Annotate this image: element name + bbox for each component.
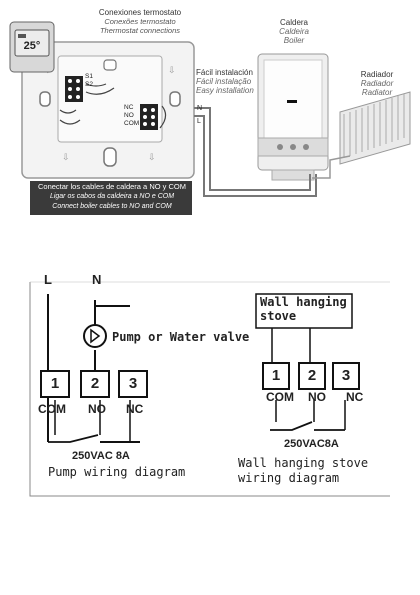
thermostat-connections-label: Conexiones termostato Conexões termostat… [60,8,220,35]
cable-l-label: L [197,118,201,125]
cable-n [194,107,311,191]
mount-hole [169,91,181,107]
pump-term-nc: NC [126,402,144,416]
stove-rating: 250VAC8A [284,438,339,450]
diagram-frame [29,282,390,497]
pump-caption: Pump wiring diagram [48,465,186,479]
arrow-icon: ⇩ [168,65,176,75]
label-pt: Conexões termostato [104,17,176,26]
easy-install-label: Fácil instalación Fácil instalação Easy … [196,68,254,95]
stove-caption-line1: Wall hanging stove [238,456,369,470]
stove-terminal-2: 2 [298,362,326,390]
stove-box [255,293,353,329]
stove-caption-line2: wiring diagram [238,471,340,485]
relay-contact-stove [270,421,313,431]
arrow-icon: ⇩ [148,152,156,162]
pump-terminal-2: 2 [80,370,110,398]
terminal-labels-left: S1 S2 [85,73,93,89]
easy-install-pt: Fácil instalação [196,77,252,86]
pump-term-com: COM [38,402,66,416]
wiring-diagrams [29,281,390,497]
pump-term-no: NO [88,402,106,416]
stove-terminal-3: 3 [332,362,360,390]
stove-term-no: NO [308,390,326,404]
stove-terminal-1: 1 [262,362,290,390]
wire-n [94,300,130,322]
cable-labels: N L [197,102,202,128]
arrow-icon: ⇩ [62,152,70,162]
terminal-labels-right: NC NO COM [124,104,139,128]
instruction-banner [30,181,192,215]
boiler-label: Caldera Caldeira Boiler [266,18,322,45]
pump-line-n: N [92,272,102,287]
pump-terminal-3: 3 [118,370,148,398]
boiler-pt: Caldeira [279,27,309,36]
terminal-s2: S2 [85,81,93,88]
terminal-no: NO [124,112,134,119]
stove-term-com: COM [266,390,294,404]
installation-illustration: ⇩ ⇩ ⇩ ⇩ [9,21,411,215]
cable-l [194,115,317,197]
thermostat-inner-frame [57,55,163,143]
stove-box-line1: Wall hanging [260,295,347,309]
radiator-pt: Radiador [360,79,394,88]
pump-terminal-1: 1 [40,370,70,398]
pump-symbol [83,324,107,348]
radiator-label: Radiador Radiador Radiator [352,70,402,97]
stove-term-nc: NC [346,390,364,404]
mount-hole [39,91,51,107]
stove-box-label: Wall hanging stove [260,295,347,323]
internal-wire [59,83,115,125]
boiler-es: Caldera [279,18,308,27]
label-es: Conexiones termostato [98,8,182,17]
instruction-es: Conectar los cables de caldera a NO y CO… [38,182,186,191]
terminal-block-left [65,76,83,102]
instruction-pt: Ligar os cabos da caldeira a NO e COM [49,193,175,200]
terminal-com: COM [124,120,140,127]
label-en: Thermostat connections [99,26,181,35]
instruction-text: Conectar los cables de caldera a NO y CO… [32,182,192,212]
terminal-s1: S1 [85,73,93,80]
mount-hole [103,147,117,167]
radiator-graphic [339,91,411,165]
thermostat-display-value: 25° [23,40,41,52]
boiler-pipes [271,169,315,181]
radiator-en: Radiator [361,88,393,97]
easy-install-es: Fácil instalación [196,68,253,77]
relay-contact [48,434,99,443]
internal-wire [159,105,167,129]
pump-label: Pump or Water valve [112,330,250,344]
terminal-block-right [140,104,158,130]
pump-line-l: L [44,272,52,287]
terminal-nc: NC [124,104,134,111]
pump-rating: 250VAC 8A [72,450,130,462]
stove-caption: Wall hanging stove wiring diagram [238,456,368,486]
pipe-radiator [312,155,351,179]
instruction-en: Connect boiler cables to NO and COM [52,203,172,210]
mount-hole [103,59,117,71]
radiator-es: Radiador [360,70,394,79]
easy-install-en: Easy installation [196,86,254,95]
cable-n-label: N [197,105,203,112]
boiler-en: Boiler [283,36,305,45]
stove-box-line2: stove [260,309,297,323]
